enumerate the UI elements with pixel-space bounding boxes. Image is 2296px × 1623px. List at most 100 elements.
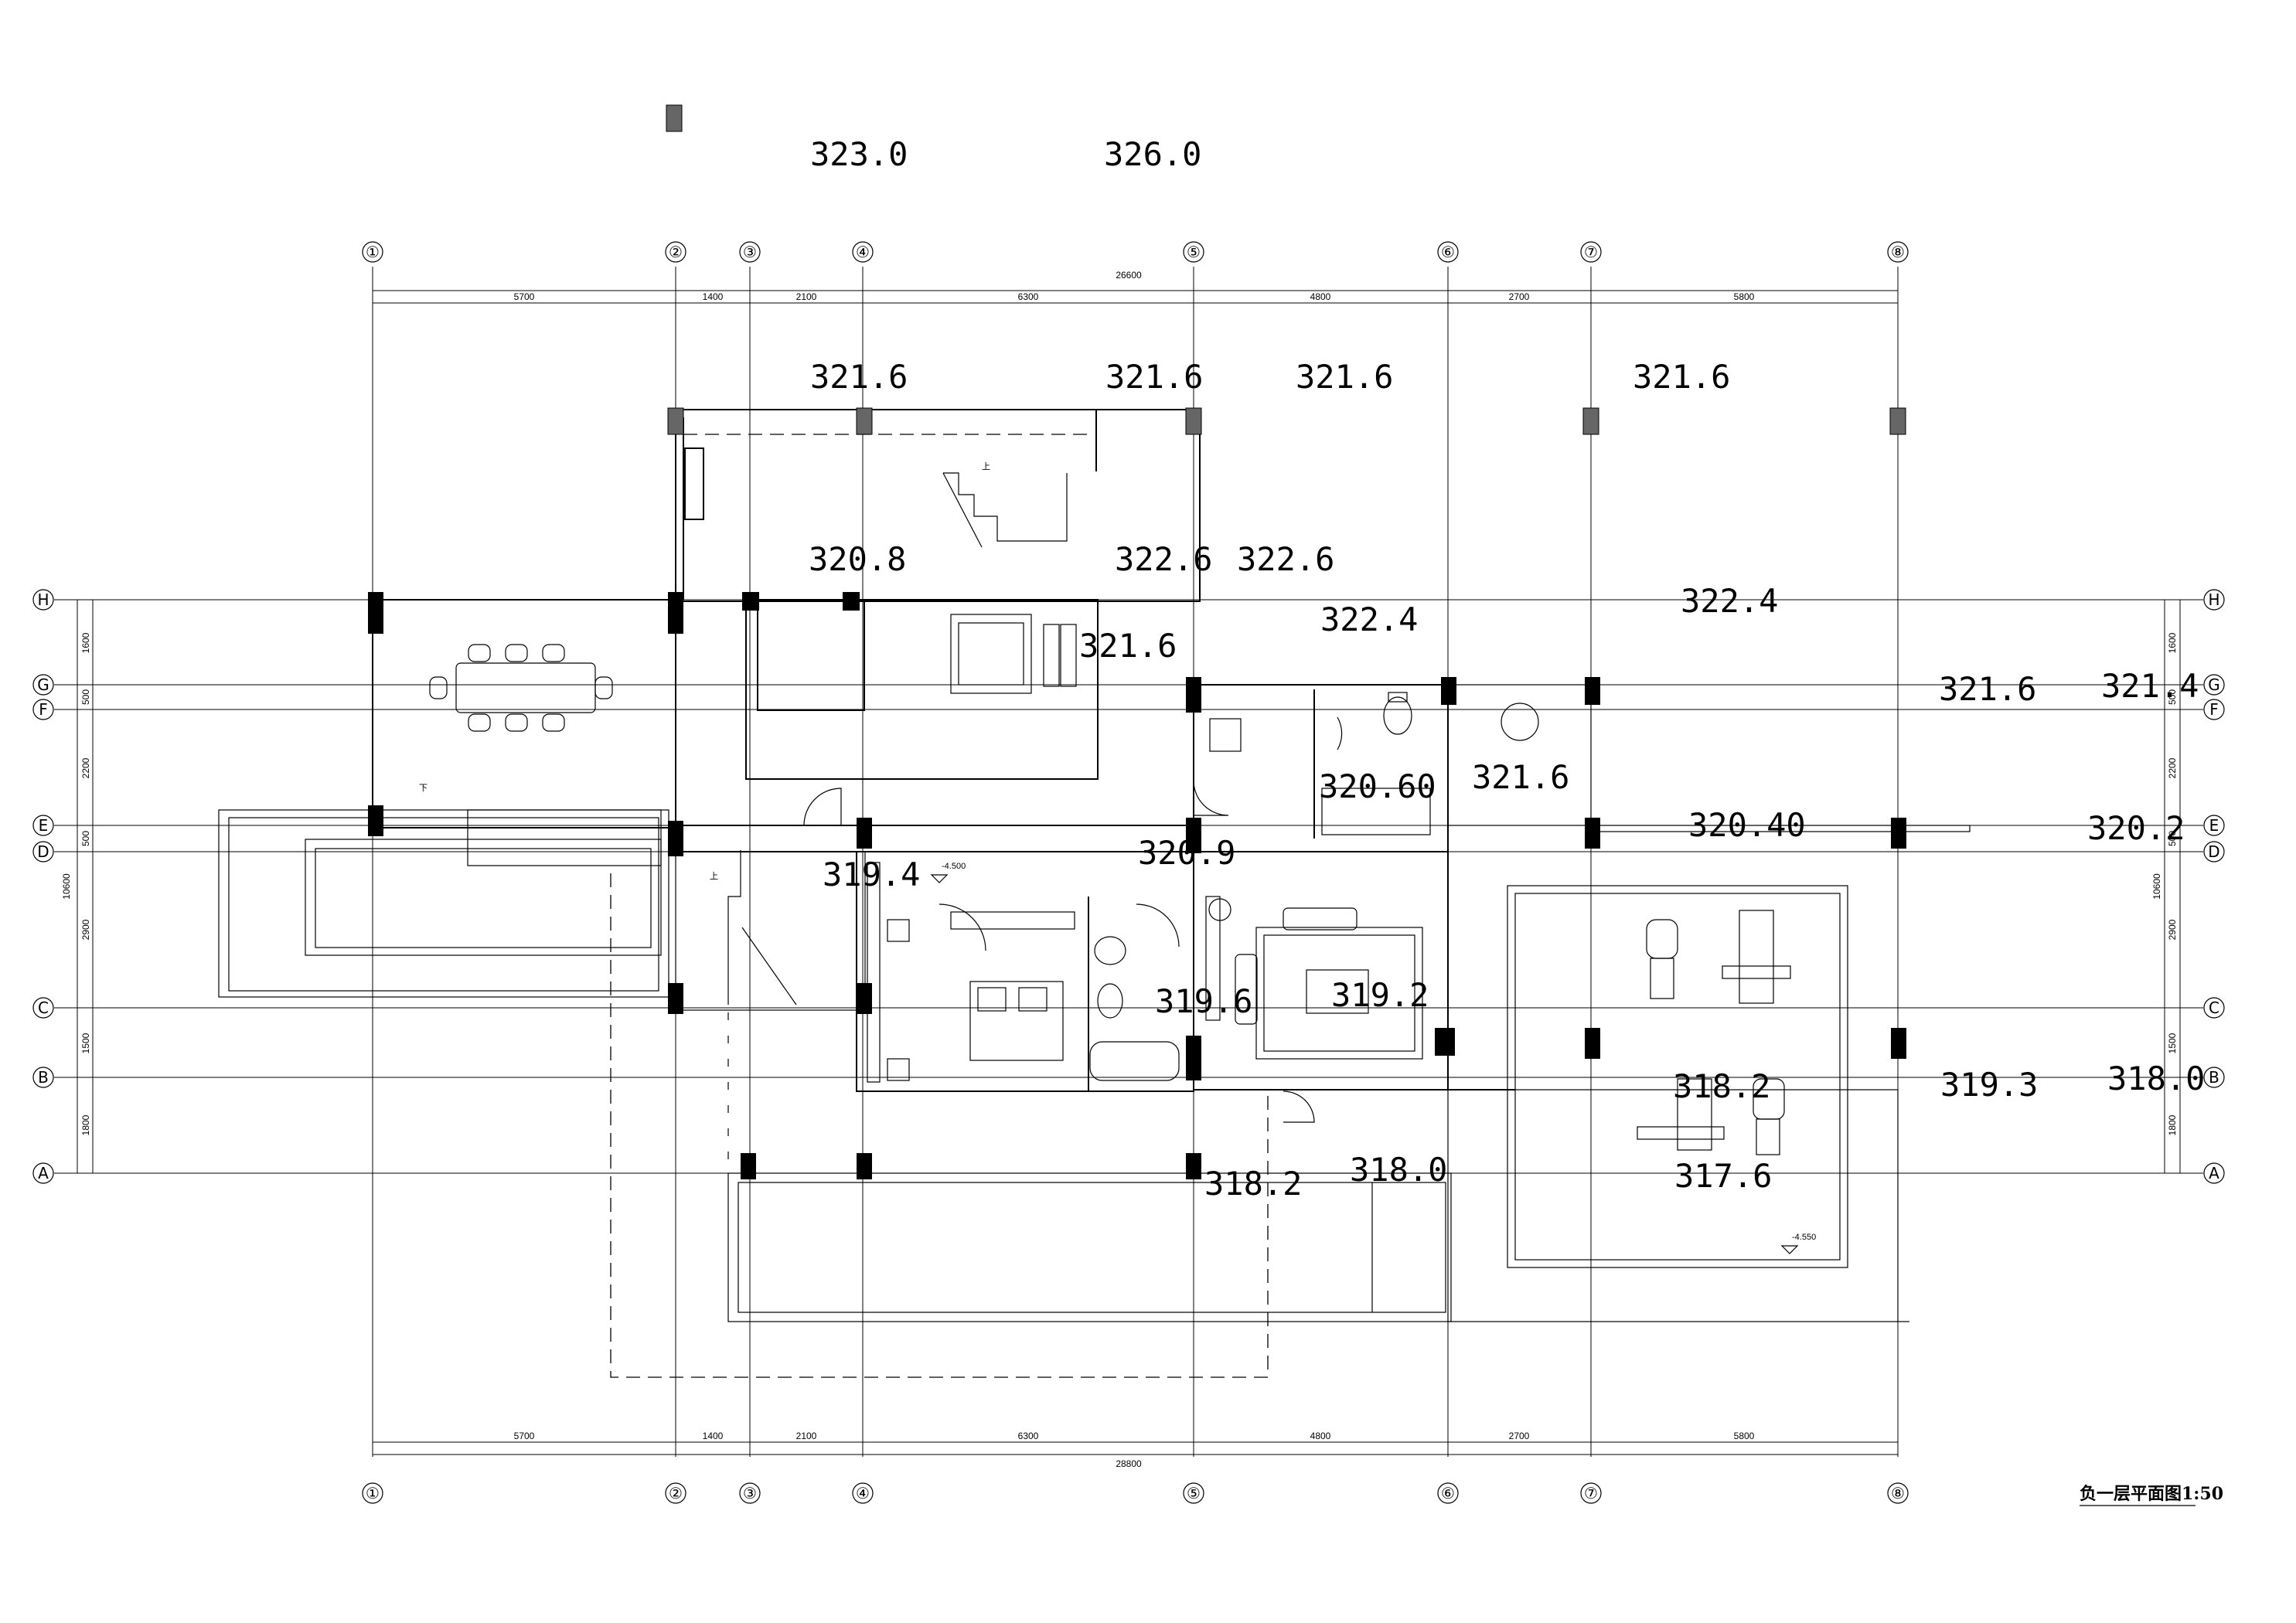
dining-table	[429, 644, 613, 732]
svg-text:5800: 5800	[1734, 1431, 1755, 1441]
svg-text:③: ③	[743, 243, 757, 261]
svg-text:H: H	[2208, 590, 2219, 609]
svg-text:5700: 5700	[514, 1431, 535, 1441]
structural-columns	[368, 592, 1906, 1179]
svg-text:1500: 1500	[2167, 1033, 2178, 1053]
svg-text:2700: 2700	[1509, 1431, 1530, 1441]
elevation-label: 318.2	[1673, 1067, 1770, 1105]
svg-text:500: 500	[80, 831, 91, 846]
svg-text:④: ④	[856, 243, 870, 261]
axis-bubbles-left: H G F E D C B A	[32, 589, 54, 1184]
svg-text:C: C	[2209, 999, 2219, 1017]
elevation-label: 319.3	[1940, 1066, 2038, 1104]
svg-text:4800: 4800	[1310, 291, 1331, 302]
svg-text:500: 500	[80, 689, 91, 705]
svg-text:F: F	[2209, 700, 2219, 719]
axis-grid-horizontal	[54, 599, 2203, 1174]
elevation-label: 320.2	[2087, 809, 2185, 847]
lounge-furniture	[1208, 898, 1423, 1060]
svg-text:⑥: ⑥	[1441, 1484, 1455, 1502]
svg-text:6300: 6300	[1018, 291, 1039, 302]
svg-text:6300: 6300	[1018, 1431, 1039, 1441]
svg-text:500: 500	[2167, 689, 2178, 705]
svg-text:⑦: ⑦	[1584, 1484, 1598, 1502]
dimension-text-left: 1600 500 2200 500 2900 1500 1800 10600	[61, 632, 91, 1135]
svg-text:D: D	[37, 842, 49, 861]
svg-text:1500: 1500	[80, 1033, 91, 1053]
elevation-label: 321.6	[810, 358, 908, 396]
svg-text:②: ②	[669, 1484, 683, 1502]
svg-text:③: ③	[743, 1484, 757, 1502]
dimension-lines	[77, 290, 2181, 1455]
axis-bubbles-right: H G F E D C B A	[2203, 589, 2225, 1184]
elevation-label: 322.4	[1681, 582, 1778, 620]
svg-text:H: H	[37, 590, 49, 609]
small-labels: -4.500 -4.550 上 上 下	[419, 461, 1816, 1254]
axis-grid-vertical	[372, 267, 1899, 1457]
elevation-label: 319.2	[1331, 976, 1429, 1014]
level-mark-1: -4.500	[942, 862, 966, 871]
svg-text:5800: 5800	[1734, 291, 1755, 302]
elevation-label: 320.8	[809, 540, 906, 578]
stair-label-2: 上	[710, 871, 718, 881]
svg-text:⑤: ⑤	[1187, 243, 1201, 261]
svg-text:1400: 1400	[703, 1431, 724, 1441]
svg-text:2900: 2900	[2167, 919, 2178, 940]
elevation-label: 321.6	[1105, 358, 1203, 396]
elevation-label: 321.6	[1296, 358, 1393, 396]
svg-text:2200: 2200	[2167, 757, 2178, 778]
svg-text:⑥: ⑥	[1441, 243, 1455, 261]
elevation-label: 323.0	[810, 135, 908, 173]
svg-text:A: A	[38, 1164, 49, 1182]
svg-text:2100: 2100	[796, 291, 817, 302]
svg-text:A: A	[2209, 1164, 2219, 1182]
elevation-label: 317.6	[1674, 1157, 1772, 1195]
svg-text:4800: 4800	[1310, 1431, 1331, 1441]
svg-text:2100: 2100	[796, 1431, 817, 1441]
walls	[218, 409, 1971, 1322]
elevation-label: 320.9	[1138, 834, 1235, 872]
elevation-labels: 323.0 326.0 321.6 321.6 321.6 321.6 320.…	[809, 135, 2205, 1203]
elevation-label: 319.6	[1155, 982, 1252, 1020]
drawing-title: 负一层平面图1:50	[2080, 1484, 2223, 1504]
svg-text:④: ④	[856, 1484, 870, 1502]
svg-text:⑧: ⑧	[1891, 243, 1905, 261]
svg-text:B: B	[2209, 1068, 2219, 1087]
dimension-text-right: 1600 500 2200 500 2900 1500 1800 10600	[2151, 632, 2178, 1135]
dimension-text-top: 26600 5700 1400 2100 6300 4800 2700 5800	[514, 270, 1755, 302]
svg-text:E: E	[2209, 816, 2219, 835]
svg-text:①: ①	[366, 1484, 380, 1502]
svg-text:G: G	[37, 675, 49, 694]
stair-label-3: 下	[419, 784, 428, 793]
svg-text:1800: 1800	[80, 1114, 91, 1135]
elevation-label: 319.4	[823, 856, 920, 893]
svg-text:1400: 1400	[703, 291, 724, 302]
elevation-label: 321.6	[1079, 627, 1177, 665]
gym-equipment	[1637, 910, 1791, 1155]
svg-text:B: B	[38, 1068, 49, 1087]
svg-text:1800: 1800	[2167, 1114, 2178, 1135]
svg-text:D: D	[2208, 842, 2219, 861]
marker-block	[666, 104, 683, 132]
elevation-label: 321.6	[1939, 670, 2036, 708]
stair-label-1: 上	[982, 461, 990, 471]
svg-text:⑦: ⑦	[1584, 243, 1598, 261]
elevation-label: 320.40	[1688, 806, 1806, 844]
svg-text:E: E	[39, 816, 49, 835]
elevation-label: 321.6	[1472, 758, 1569, 796]
elevation-label: 322.4	[1320, 601, 1418, 638]
svg-text:①: ①	[366, 243, 380, 261]
svg-text:10600: 10600	[61, 873, 72, 900]
svg-text:⑧: ⑧	[1891, 1484, 1905, 1502]
svg-text:C: C	[38, 999, 49, 1017]
elevation-label: 326.0	[1104, 135, 1201, 173]
svg-text:500: 500	[2167, 831, 2178, 846]
svg-text:1600: 1600	[80, 632, 91, 653]
axis-bubbles-top: ① ② ③ ④ ⑤ ⑥ ⑦ ⑧	[362, 241, 1909, 263]
svg-text:1600: 1600	[2167, 632, 2178, 653]
dashed-outlines	[610, 434, 1269, 1378]
elevation-label: 320.60	[1319, 767, 1436, 805]
elevation-label: 318.0	[1350, 1151, 1447, 1189]
svg-text:G: G	[2208, 675, 2220, 694]
